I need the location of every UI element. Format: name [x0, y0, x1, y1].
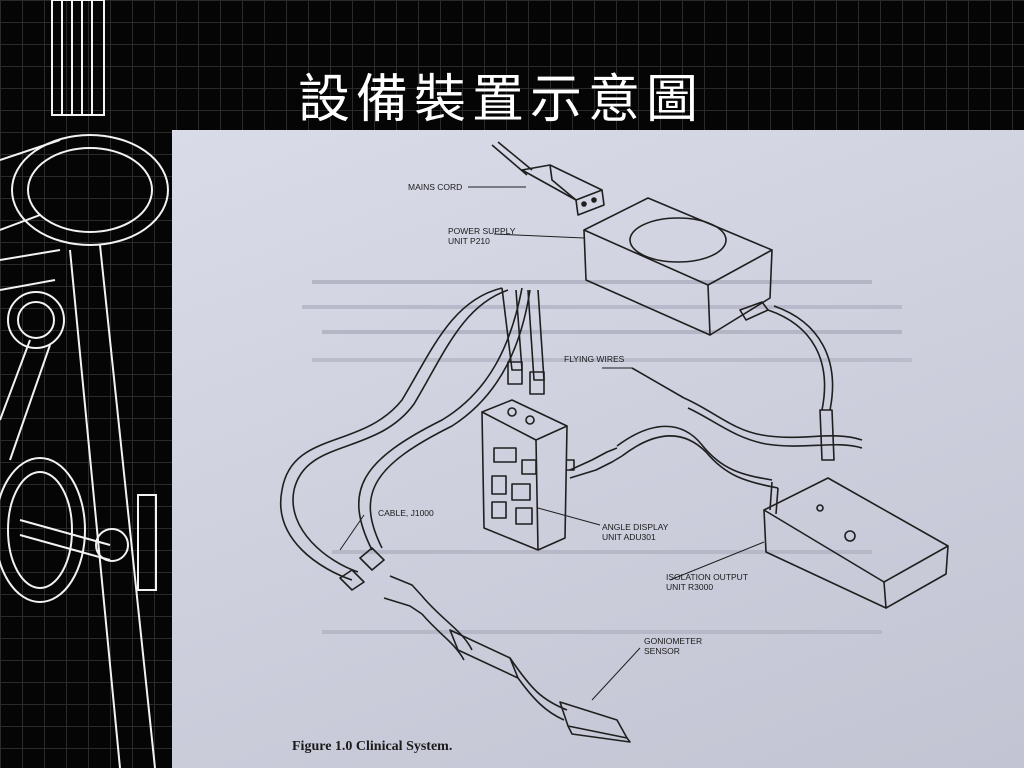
- flying-wires: [631, 367, 863, 449]
- mains-cord: [491, 141, 605, 216]
- label-cable: CABLE, J1000: [378, 508, 434, 518]
- label-goniometer-1: GONIOMETER: [644, 636, 702, 646]
- label-power-supply-1: POWER SUPPLY: [448, 226, 516, 236]
- goniometer-sensor: [449, 629, 631, 743]
- slide-title: 設備裝置示意圖: [298, 70, 705, 130]
- power-supply-unit: [583, 197, 835, 461]
- label-flying-wires: FLYING WIRES: [564, 354, 625, 364]
- sensor-cable: [279, 287, 545, 661]
- figure-caption: Figure 1.0 Clinical System.: [292, 739, 452, 754]
- diagram-labels: MAINS CORD POWER SUPPLY UNIT P210 FLYING…: [378, 182, 748, 656]
- label-power-supply-2: UNIT P210: [448, 236, 490, 246]
- label-isolation-output-1: ISOLATION OUTPUT: [666, 572, 748, 582]
- diagram-photo: MAINS CORD POWER SUPPLY UNIT P210 FLYING…: [172, 130, 1024, 768]
- label-angle-display-2: UNIT ADU301: [602, 532, 656, 542]
- faint-background-text: [302, 280, 912, 634]
- label-leaders: [339, 186, 765, 701]
- isolation-output-unit: [763, 477, 949, 609]
- label-mains-cord: MAINS CORD: [408, 182, 462, 192]
- label-goniometer-2: SENSOR: [644, 646, 680, 656]
- goniometer-instrument-drawing: [0, 0, 169, 768]
- label-angle-display-1: ANGLE DISPLAY: [602, 522, 669, 532]
- label-isolation-output-2: UNIT R3000: [666, 582, 713, 592]
- angle-display-unit: [481, 399, 779, 551]
